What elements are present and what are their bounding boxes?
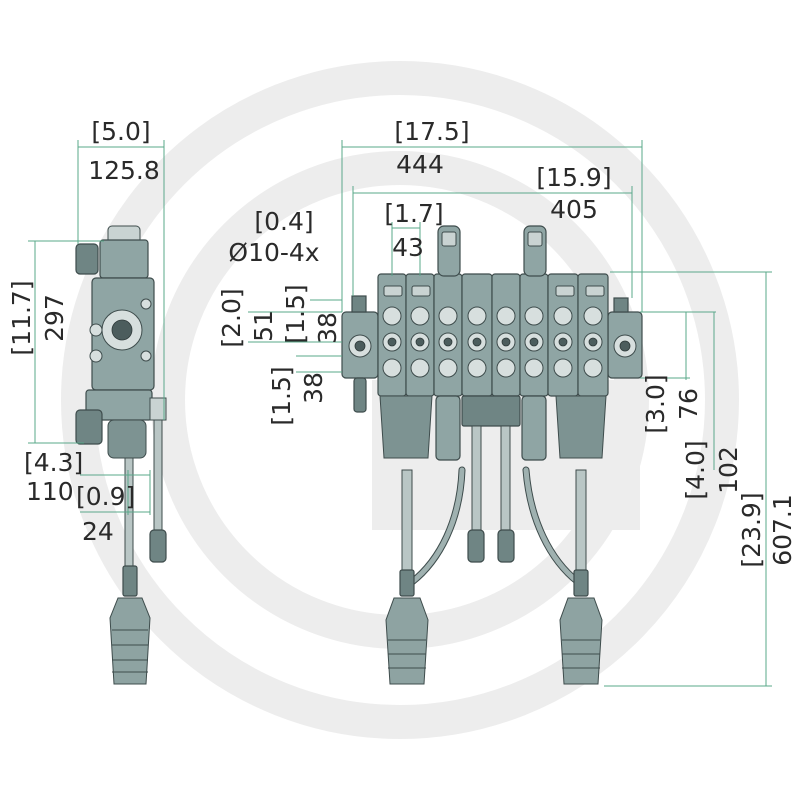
valve-section (547, 273, 579, 397)
front-view (341, 225, 643, 685)
handle-right (559, 597, 603, 685)
right-b-mm: 102 (714, 446, 743, 494)
side-height-in: [11.7] (7, 280, 36, 355)
side-height-mm: 297 (40, 294, 69, 342)
port-a-in: [2.0] (217, 288, 246, 347)
valve-section (461, 273, 493, 397)
right-b-in: [4.0] (681, 440, 710, 499)
section-pitch-in: [1.7] (384, 199, 443, 228)
solenoid-right (523, 225, 547, 277)
side-width-in: [5.0] (91, 117, 150, 146)
port-a-mm: 51 (249, 310, 278, 342)
handle-left (385, 597, 429, 685)
lever-rod-left (401, 469, 413, 571)
right-a-in: [3.0] (641, 374, 670, 433)
hole-diameter-label: Ø10-4x (228, 238, 319, 267)
solenoid-left (437, 225, 461, 277)
total-height-in: [23.9] (737, 492, 766, 567)
port-c-in: [1.5] (267, 366, 296, 425)
port-b-mm: 38 (313, 312, 342, 344)
mount-width-in: [15.9] (536, 163, 611, 192)
port-b-in: [1.5] (281, 284, 310, 343)
side-solenoid (99, 239, 149, 279)
dimension-labels: [5.0] 125.8 [11.7] 297 [4.3] 110 [0.9] 2… (7, 117, 797, 568)
valve-section (577, 273, 609, 397)
side-offset2-in: [0.9] (76, 482, 135, 511)
dimension-lines (28, 140, 772, 687)
side-handle (109, 597, 151, 685)
lever-rod-right (575, 469, 587, 571)
valve-section (519, 273, 549, 397)
side-coil (75, 243, 99, 275)
port-c-mm: 38 (299, 372, 328, 404)
valve-section (405, 273, 435, 397)
hole-diameter-in: [0.4] (254, 207, 313, 236)
side-width-mm: 125.8 (88, 156, 160, 185)
front-boot-right (555, 395, 607, 459)
valve-section (377, 273, 407, 397)
right-a-mm: 76 (674, 388, 703, 420)
total-width-in: [17.5] (394, 117, 469, 146)
mount-width-mm: 405 (550, 195, 598, 224)
total-height-mm: 607.1 (768, 494, 797, 566)
valve-section (491, 273, 521, 397)
total-width-mm: 444 (396, 150, 444, 179)
side-boot (107, 419, 147, 459)
side-view (75, 225, 167, 685)
front-boot-left (379, 395, 433, 459)
side-offset2-mm: 24 (82, 517, 114, 546)
side-offset1-in: [4.3] (24, 448, 83, 477)
valve-section (433, 273, 463, 397)
section-pitch-mm: 43 (392, 233, 424, 262)
side-offset1-mm: 110 (26, 477, 74, 506)
